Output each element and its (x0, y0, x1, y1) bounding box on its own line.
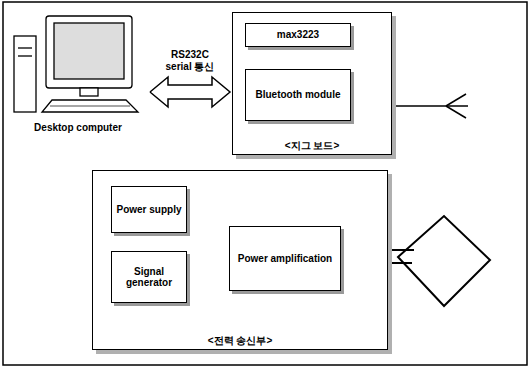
group-heading: <지그 보드> (233, 140, 391, 152)
coil-diamond (398, 216, 490, 306)
process-box: Power amplification (229, 226, 341, 291)
edge-label: RS232C serial 통신 (158, 49, 222, 73)
box-label: Power supply (112, 202, 185, 218)
box-label: max3223 (273, 27, 323, 43)
box-label: Bluetooth module (252, 87, 345, 103)
process-box: Bluetooth module (245, 69, 351, 121)
box-label: Power amplification (234, 251, 336, 267)
double-arrow (150, 77, 230, 107)
group-heading: Desktop computer (8, 122, 148, 134)
process-box: max3223 (245, 23, 351, 47)
computer-illustration (8, 8, 148, 116)
process-box: Power supply (111, 186, 187, 233)
module-group: max3223Bluetooth module <지그 보드> (232, 12, 392, 155)
box-label: Signal generator (112, 264, 186, 291)
group-heading: <전력 송신부> (93, 335, 387, 347)
computer-figure: Desktop computer (8, 8, 148, 136)
module-group: Power supplySignal generator Power amplif… (92, 170, 388, 350)
process-box: Signal generator (111, 251, 187, 303)
outer-frame (3, 2, 527, 365)
